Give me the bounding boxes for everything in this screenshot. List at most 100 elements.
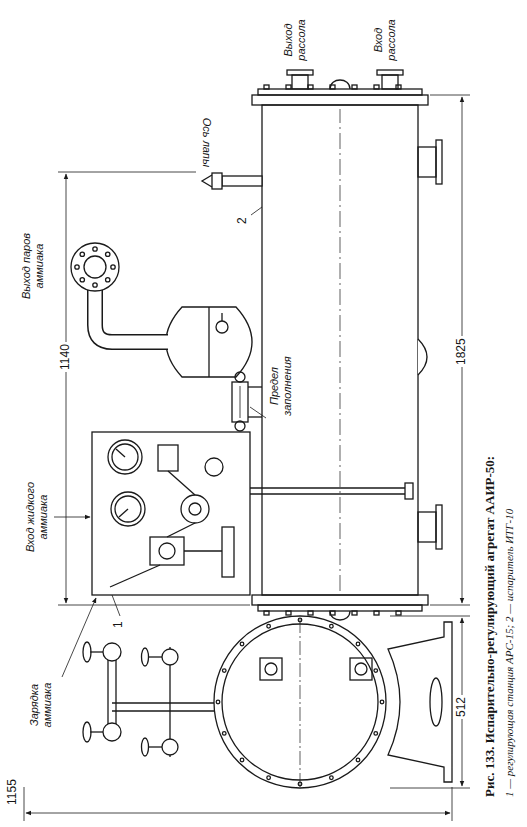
- flange-bolts: [380, 700, 384, 704]
- dimension-line: [452, 787, 453, 821]
- flange-bolts: [298, 782, 302, 786]
- dimension-line: [26, 813, 450, 814]
- vapour-outlet: [71, 243, 169, 342]
- flange-bolts: [111, 265, 115, 269]
- flange-bolts: [264, 85, 269, 89]
- port-label: Выход рассола: [282, 11, 307, 69]
- regulating-station: [92, 432, 250, 595]
- flange-bolts: [264, 85, 401, 615]
- port-label: Зарядка аммиака: [28, 673, 53, 737]
- drawing: [24, 70, 470, 821]
- flange-bolts: [308, 611, 313, 615]
- level-gauge-glass: [248, 386, 262, 387]
- flange-bolts: [222, 732, 226, 736]
- level-gauge-glass: [232, 382, 248, 422]
- relief-valve: [212, 173, 222, 189]
- flange-bolts: [356, 758, 360, 762]
- evaporator-shell: [418, 339, 427, 375]
- valve-group: [83, 722, 91, 742]
- regulating-station: [158, 445, 178, 471]
- flange-bolts: [267, 624, 271, 628]
- vapour-outlet: [71, 243, 119, 291]
- vapour-outlet: [95, 289, 169, 342]
- flange-bolts: [286, 85, 291, 89]
- regulating-station: [159, 543, 175, 559]
- regulating-station: [181, 495, 209, 523]
- evaporator-shell: [252, 595, 428, 605]
- valve-group: [103, 643, 121, 661]
- valve-group: [83, 642, 214, 757]
- regulating-station: [184, 550, 222, 551]
- flange-bolts: [264, 611, 269, 615]
- regulating-station: [115, 496, 141, 522]
- flange-bolts: [330, 611, 335, 615]
- valve-group: [112, 710, 214, 711]
- separator-vessel: [166, 307, 252, 377]
- regulating-station: [116, 449, 125, 457]
- end-view: [430, 678, 442, 726]
- regulating-station: [167, 523, 195, 537]
- flange-bolts: [75, 265, 79, 269]
- relief-valve: [202, 175, 212, 187]
- callout-number: 1: [112, 621, 126, 628]
- flange-bolts: [330, 776, 334, 780]
- level-gauge-glass: [232, 372, 262, 431]
- regulating-station: [111, 492, 145, 526]
- side-nozzle: [436, 140, 442, 184]
- regulating-station: [205, 458, 223, 476]
- flange-bolts: [75, 247, 115, 287]
- brine-nozzle: [292, 75, 308, 89]
- flange-bolts: [298, 618, 302, 622]
- note-label: Предел заполнения: [268, 350, 293, 422]
- separator-vessel: [208, 307, 209, 377]
- feed-pipe: [250, 483, 413, 499]
- level-gauge-glass: [240, 386, 241, 418]
- dimension-value: 1140: [59, 342, 73, 372]
- feed-pipe: [250, 487, 405, 488]
- dimension-line: [390, 788, 470, 789]
- valve-group: [83, 642, 91, 662]
- valve-group: [90, 651, 103, 652]
- dimension-line: [24, 95, 470, 821]
- regulating-station: [108, 440, 142, 474]
- valve-group: [112, 702, 214, 703]
- flange-bolts: [240, 758, 244, 762]
- leader-line: [54, 517, 90, 518]
- flange-bolts: [374, 85, 379, 89]
- valve-group: [115, 652, 116, 732]
- flange-bolts: [80, 252, 84, 256]
- separator-vessel: [166, 307, 252, 377]
- axis-label: Ось лапы: [200, 118, 213, 167]
- evaporator-shell: [258, 89, 422, 95]
- flange-bolts: [80, 278, 84, 282]
- flange-bolts: [106, 278, 110, 282]
- flange-bolts: [352, 611, 357, 615]
- flange-bolts: [374, 732, 378, 736]
- port-label: Вход жидкого аммиака: [24, 469, 49, 565]
- flange-bolts: [356, 642, 360, 646]
- side-nozzle: [418, 147, 436, 177]
- flange-bolts: [330, 624, 334, 628]
- valve-group: [148, 746, 162, 747]
- dimension-value: 512: [455, 695, 469, 719]
- brine-nozzle: [287, 70, 403, 89]
- figure-caption: Рис. 133. Испарительно-регулирующий агре…: [482, 456, 498, 797]
- leader-line: [250, 407, 266, 418]
- valve-group: [142, 648, 149, 666]
- flange-bolts: [308, 85, 313, 89]
- valve-group: [162, 739, 178, 755]
- feed-pipe: [250, 493, 405, 494]
- callout-number: 2: [236, 217, 250, 224]
- vapour-outlet: [95, 290, 168, 342]
- dimension-line: [430, 605, 470, 606]
- evaporator-shell: [340, 109, 341, 591]
- valve-group: [103, 723, 121, 741]
- end-view: [350, 658, 372, 680]
- regulating-station: [222, 527, 234, 577]
- brine-nozzle: [377, 70, 403, 75]
- evaporator-shell: [258, 605, 422, 611]
- leader-line: [62, 598, 96, 677]
- level-gauge-glass: [235, 421, 245, 431]
